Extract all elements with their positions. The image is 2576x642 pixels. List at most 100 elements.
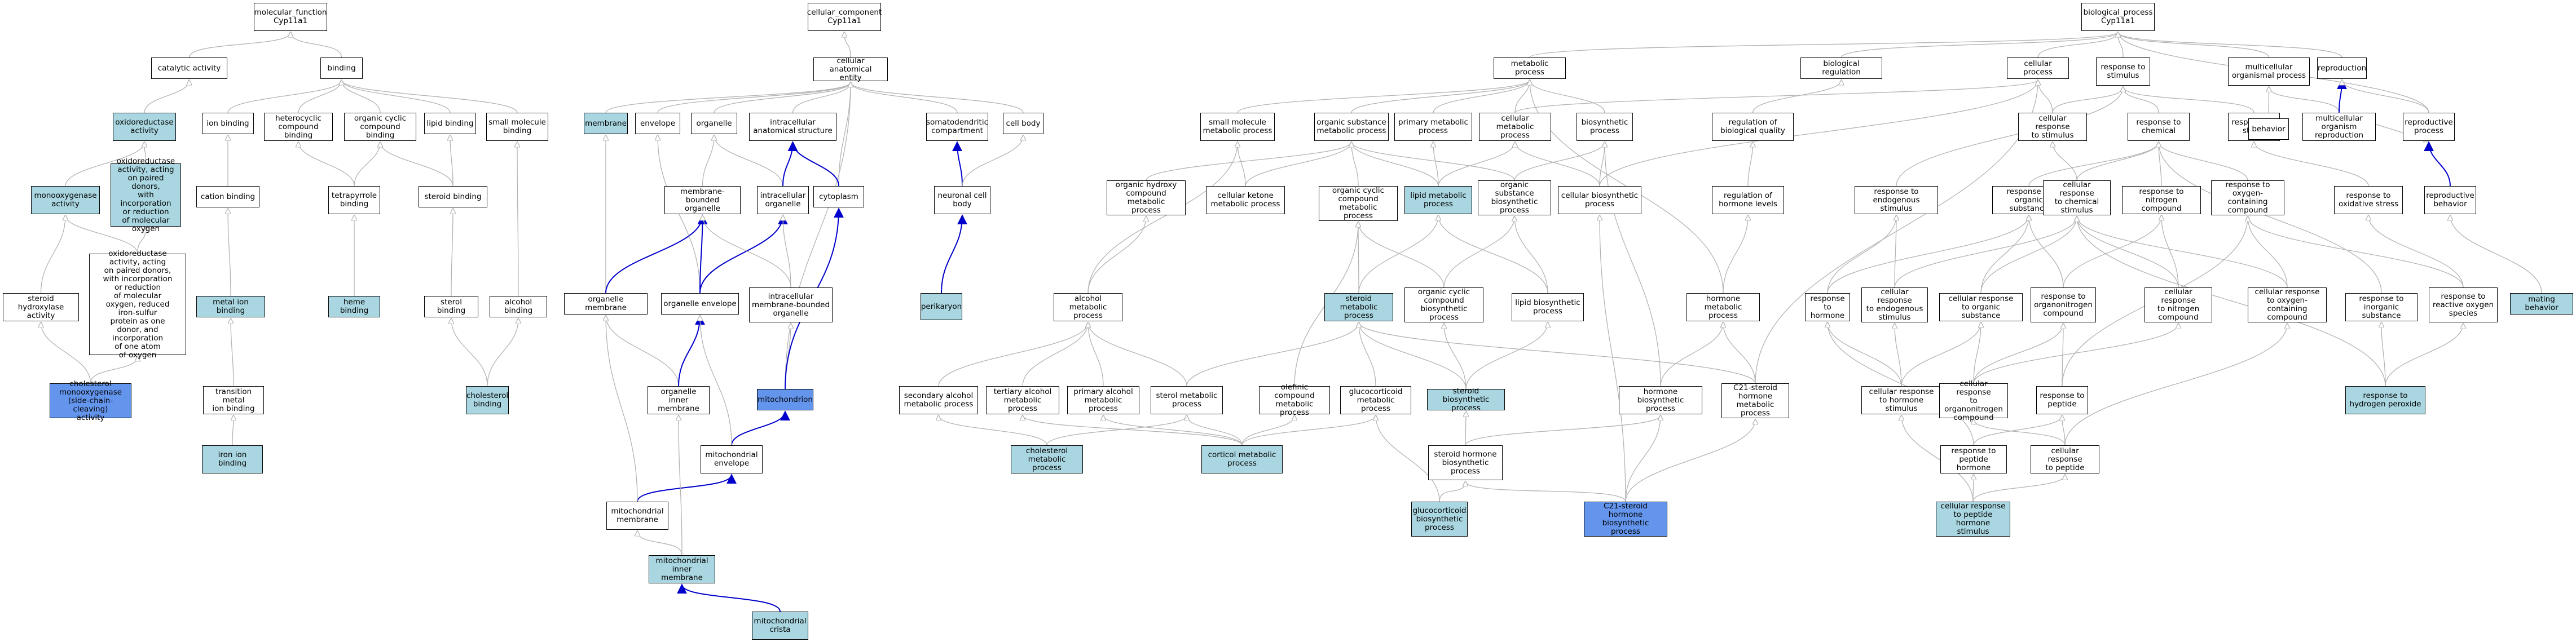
- go-term-biolreg[interactable]: biological regulation: [1800, 57, 1882, 79]
- go-term-resppephorm[interactable]: response to peptide hormone: [1940, 445, 2007, 473]
- go-term-ironbind[interactable]: iron ion binding: [202, 445, 263, 473]
- go-term-cellresporgsub[interactable]: cellular response to organic substance: [1939, 293, 2023, 321]
- go-term-smmolmet[interactable]: small molecule metabolic process: [1200, 113, 1275, 141]
- go-term-respoxstress[interactable]: response to oxidative stress: [2334, 186, 2403, 214]
- go-term-cellketmet[interactable]: cellular ketone metabolic process: [1206, 186, 1285, 214]
- go-term-primmet[interactable]: primary metabolic process: [1394, 113, 1472, 141]
- go-term-cellrespstim[interactable]: cellular response to stimulus: [2018, 113, 2087, 141]
- go-term-respoxy[interactable]: response to oxygen-containing compound: [2211, 180, 2284, 215]
- go-term-c21met[interactable]: C21-steroid hormone metabolic process: [1721, 383, 1789, 418]
- go-term-sterolbind[interactable]: sterol binding: [424, 296, 478, 317]
- go-term-monoox[interactable]: monooxygenase activity: [31, 186, 100, 214]
- go-term-matingbehav[interactable]: mating behavior: [2510, 293, 2573, 315]
- go-term-cellmet[interactable]: cellular metabolic process: [1479, 113, 1551, 141]
- go-term-cellproc[interactable]: cellular process: [2007, 57, 2069, 79]
- go-term-orgsubmet[interactable]: organic substance metabolic process: [1314, 113, 1389, 141]
- go-term-reghormlev[interactable]: regulation of hormone levels: [1712, 186, 1784, 214]
- go-term-ionbind[interactable]: ion binding: [202, 113, 254, 134]
- go-term-secalcmet[interactable]: secondary alcohol metabolic process: [899, 386, 978, 414]
- go-term-neurcellbody[interactable]: neuronal cell body: [934, 186, 990, 214]
- go-term-tertalcmet[interactable]: tertiary alcohol metabolic process: [986, 386, 1059, 414]
- go-term-stermet[interactable]: steroid metabolic process: [1324, 293, 1393, 321]
- go-term-sterbiosyn[interactable]: steroid biosynthetic process: [1427, 387, 1505, 412]
- go-term-cc[interactable]: cellular_component Cyp11a1: [807, 3, 882, 31]
- go-term-tetrabind[interactable]: tetrapyrrole binding: [328, 186, 380, 214]
- go-term-orginnermem[interactable]: organelle inner membrane: [648, 386, 710, 414]
- go-term-envelope[interactable]: envelope: [635, 113, 680, 134]
- go-term-mitochondrion[interactable]: mitochondrion: [757, 389, 813, 410]
- go-term-cationbind[interactable]: cation binding: [196, 186, 259, 207]
- go-term-intrambo[interactable]: intracellular membrane-bounded organelle: [749, 287, 833, 322]
- go-term-organelle[interactable]: organelle: [691, 113, 737, 134]
- go-term-cellresphorm[interactable]: cellular response to hormone stimulus: [1861, 386, 1941, 414]
- go-term-lipbind[interactable]: lipid binding: [424, 113, 476, 134]
- go-term-c21biosyn[interactable]: C21-steroid hormone biosynthetic process: [1584, 502, 1667, 537]
- go-term-mitoenv[interactable]: mitochondrial envelope: [701, 445, 763, 473]
- go-term-cellresporgnitro[interactable]: cellular response to organonitrogen comp…: [1939, 379, 2008, 422]
- go-term-reprobehavior[interactable]: reproductive behavior: [2424, 186, 2476, 214]
- go-term-hormmet[interactable]: hormone metabolic process: [1686, 293, 1760, 321]
- go-term-mf[interactable]: molecular_function Cyp11a1: [254, 3, 327, 31]
- go-term-corticolmet[interactable]: corticol metabolic process: [1201, 445, 1283, 473]
- go-term-hetbind[interactable]: heterocyclic compound binding: [264, 113, 333, 141]
- go-term-oxredpaired[interactable]: oxidoreductase activity, acting on paire…: [111, 157, 181, 233]
- go-term-reprobehav[interactable]: reproductive process: [2403, 113, 2455, 141]
- go-term-cellrespnitro[interactable]: cellular response to nitrogen compound: [2145, 287, 2212, 322]
- go-term-biosyn[interactable]: biosynthetic process: [1577, 113, 1633, 141]
- go-term-bind[interactable]: binding: [320, 57, 363, 79]
- go-term-cellresppephorm[interactable]: cellular response to peptide hormone sti…: [1936, 502, 2010, 537]
- go-term-olefinmet[interactable]: olefinic compound metabolic process: [1259, 383, 1330, 417]
- go-term-cytoplasm[interactable]: cytoplasm: [813, 186, 864, 207]
- go-term-intraorg[interactable]: intracellular organelle: [757, 186, 809, 214]
- go-term-primalcmet[interactable]: primary alcohol metabolic process: [1067, 386, 1139, 414]
- go-term-respendo[interactable]: response to endogenous stimulus: [1855, 186, 1938, 214]
- go-term-glucobiosyn[interactable]: glucocorticoid biosynthetic process: [1411, 502, 1468, 537]
- go-term-alcmet[interactable]: alcohol metabolic process: [1054, 293, 1122, 321]
- go-term-cellbody[interactable]: cell body: [1003, 113, 1043, 134]
- go-term-cholbind[interactable]: cholesterol binding: [466, 386, 509, 414]
- go-term-resph2o2[interactable]: response to hydrogen peroxide: [2345, 386, 2425, 414]
- go-term-lipbiosyn[interactable]: lipid biosynthetic process: [1512, 293, 1584, 321]
- go-term-mitocrista[interactable]: mitochondrial crista: [752, 612, 808, 640]
- go-term-alcbind[interactable]: alcohol binding: [490, 296, 547, 317]
- go-term-cholmono[interactable]: cholesterol monooxygenase (side-chain-cl…: [50, 379, 131, 422]
- go-term-smmolbind[interactable]: small molecule binding: [486, 113, 548, 141]
- go-term-repro[interactable]: reproduction: [2317, 57, 2367, 79]
- go-term-oxred[interactable]: oxidoreductase activity: [113, 113, 176, 141]
- go-term-resppeptide[interactable]: response to peptide: [2036, 386, 2088, 414]
- go-term-multorg[interactable]: multicellular organismal process: [2228, 57, 2310, 86]
- go-term-sterhydrox[interactable]: steroid hydroxylase activity: [3, 293, 79, 321]
- go-term-mitoinnermem[interactable]: mitochondrial inner membrane: [649, 555, 715, 583]
- go-term-lipmet[interactable]: lipid metabolic process: [1404, 186, 1472, 214]
- go-term-orghydroxmet[interactable]: organic hydroxy compound metabolic proce…: [1107, 180, 1186, 215]
- go-term-respchem[interactable]: response to chemical: [2128, 113, 2190, 141]
- go-term-orgsubbiosyn[interactable]: organic substance biosynthetic process: [1478, 180, 1551, 215]
- go-term-transmetbind[interactable]: transition metal ion binding: [203, 386, 264, 414]
- go-term-resphorm[interactable]: response to hormone: [1805, 293, 1850, 321]
- go-term-membrane[interactable]: membrane: [584, 113, 628, 134]
- go-term-behavior[interactable]: behavior: [2248, 118, 2289, 140]
- go-term-resporgnitro[interactable]: response to organonitrogen compound: [2031, 287, 2096, 322]
- go-term-hormbiosyn[interactable]: hormone biosynthetic process: [1619, 386, 1702, 414]
- go-term-orgcycbiosyn[interactable]: organic cyclic compound biosynthetic pro…: [1404, 287, 1483, 322]
- go-term-bp[interactable]: biological_process Cyp11a1: [2081, 3, 2155, 31]
- go-term-orgcycmet[interactable]: organic cyclic compound metabolic proces…: [1319, 186, 1398, 221]
- go-term-cellbiosyn[interactable]: cellular biosynthetic process: [1558, 186, 1641, 214]
- go-term-cellrespoxy[interactable]: cellular response to oxygen-containing c…: [2248, 287, 2327, 322]
- go-term-somato[interactable]: somatodendritic compartment: [926, 113, 988, 141]
- go-term-cellrespchem[interactable]: cellular response to chemical stimulus: [2043, 180, 2111, 215]
- go-term-orgenvelope[interactable]: organelle envelope: [661, 293, 739, 315]
- go-term-cellresppeptide[interactable]: cellular response to peptide: [2031, 445, 2099, 473]
- go-term-metab[interactable]: metabolic process: [1494, 57, 1566, 79]
- go-term-orgcycbind[interactable]: organic cyclic compound binding: [344, 113, 416, 141]
- go-term-regbiolqual[interactable]: regulation of biological quality: [1712, 113, 1794, 141]
- go-term-sterolmet[interactable]: sterol metabolic process: [1151, 386, 1223, 414]
- go-term-mitomem[interactable]: mitochondrial membrane: [606, 502, 668, 530]
- go-term-sterbind[interactable]: steroid binding: [419, 186, 487, 207]
- go-term-perikaryon[interactable]: perikaryon: [921, 293, 962, 320]
- go-term-cat[interactable]: catalytic activity: [151, 57, 227, 79]
- go-term-sterhormbiosyn[interactable]: steroid hormone biosynthetic process: [1428, 445, 1503, 480]
- go-term-mbo[interactable]: membrane-bounded organelle: [664, 186, 741, 214]
- go-term-cae[interactable]: cellular anatomical entity: [813, 56, 888, 82]
- go-term-respros[interactable]: response to reactive oxygen species: [2429, 287, 2498, 322]
